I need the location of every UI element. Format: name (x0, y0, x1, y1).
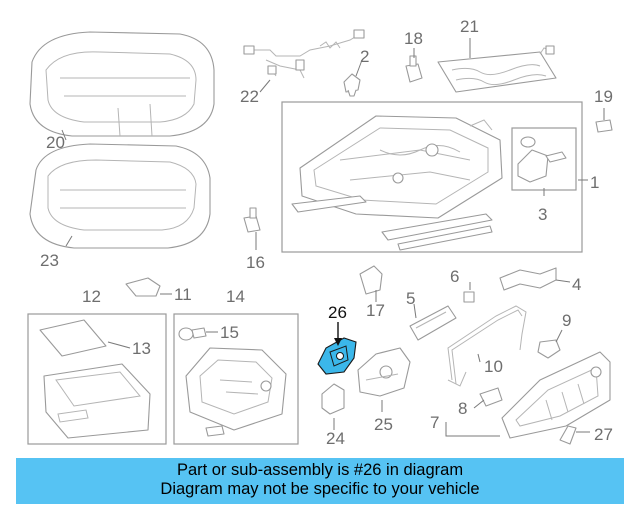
callout-1: 1 (590, 173, 599, 192)
callout-14: 14 (226, 287, 245, 306)
callout-9: 9 (562, 311, 571, 330)
callout-4: 4 (572, 275, 581, 294)
callout-7: 7 (430, 413, 439, 432)
part-5-trim-panel[interactable] (409, 305, 457, 341)
part-15-bulb[interactable] (178, 327, 207, 341)
callout-26-arrowhead (334, 338, 342, 346)
callout-17: 17 (366, 301, 385, 320)
callout-18: 18 (404, 29, 423, 48)
part-23-seat-cushion-cover[interactable] (29, 143, 211, 249)
part-8-bracket[interactable] (479, 387, 503, 407)
part-13-mat[interactable] (39, 319, 107, 357)
assembly-1-box (281, 101, 583, 253)
part-2-clip[interactable] (343, 73, 361, 97)
part-9-clip[interactable] (537, 339, 561, 359)
callout-21: 21 (460, 17, 479, 36)
callout-23: 23 (40, 251, 59, 270)
part-12-storage-tray[interactable] (43, 363, 151, 439)
banner-line-1: Part or sub-assembly is #26 in diagram (176, 461, 464, 479)
callout-8: 8 (458, 399, 467, 418)
callout-24: 24 (326, 429, 345, 448)
callout-12: 12 (82, 287, 101, 306)
part-26-highlighted[interactable] (317, 337, 357, 375)
part-3-motor[interactable] (517, 136, 567, 183)
assembly-14-box (173, 313, 299, 445)
part-25-recliner[interactable] (357, 347, 411, 397)
part-19-clip[interactable] (595, 119, 613, 133)
callout-19: 19 (594, 87, 613, 106)
callout-27: 27 (594, 425, 613, 444)
callout-26: 26 (328, 303, 347, 322)
part-10-wire-frame[interactable] (447, 305, 527, 387)
callout-5: 5 (406, 289, 415, 308)
part-1-seat-frame[interactable] (291, 115, 503, 251)
part-27-trim[interactable] (559, 425, 577, 445)
callout-15: 15 (220, 323, 239, 342)
callout-3: 3 (538, 205, 547, 224)
info-banner: Part or sub-assembly is #26 in diagram D… (16, 458, 624, 504)
callout-22: 22 (240, 87, 259, 106)
part-6-clip[interactable] (463, 291, 475, 303)
callout-20: 20 (46, 133, 65, 152)
callout-numbers: 1 2 3 4 5 6 7 8 9 10 11 12 13 14 15 16 1… (40, 17, 613, 448)
part-16-bracket[interactable] (243, 207, 261, 233)
callout-13: 13 (132, 339, 151, 358)
part-18-bracket[interactable] (405, 55, 423, 83)
part-21-seat-heater[interactable] (437, 45, 557, 93)
part-22-wiring-harness[interactable] (243, 29, 365, 79)
callout-10: 10 (484, 357, 503, 376)
part-20-seat-cushion-pad[interactable] (29, 31, 215, 137)
callout-25: 25 (374, 415, 393, 434)
callout-16: 16 (246, 253, 265, 272)
part-14-tray-frame[interactable] (185, 347, 287, 437)
callout-2: 2 (360, 47, 369, 66)
part-7-side-shield[interactable] (501, 351, 611, 439)
part-4-bracket[interactable] (499, 267, 557, 291)
part-24-bracket[interactable] (321, 383, 345, 415)
callout-11: 11 (174, 285, 192, 304)
part-17-bracket[interactable] (359, 265, 383, 295)
assembly-12-box (27, 313, 167, 445)
callout-6: 6 (450, 267, 459, 286)
banner-line-2: Diagram may not be specific to your vehi… (160, 480, 480, 498)
part-11-trim[interactable] (125, 277, 161, 297)
callout-lines (61, 38, 605, 437)
